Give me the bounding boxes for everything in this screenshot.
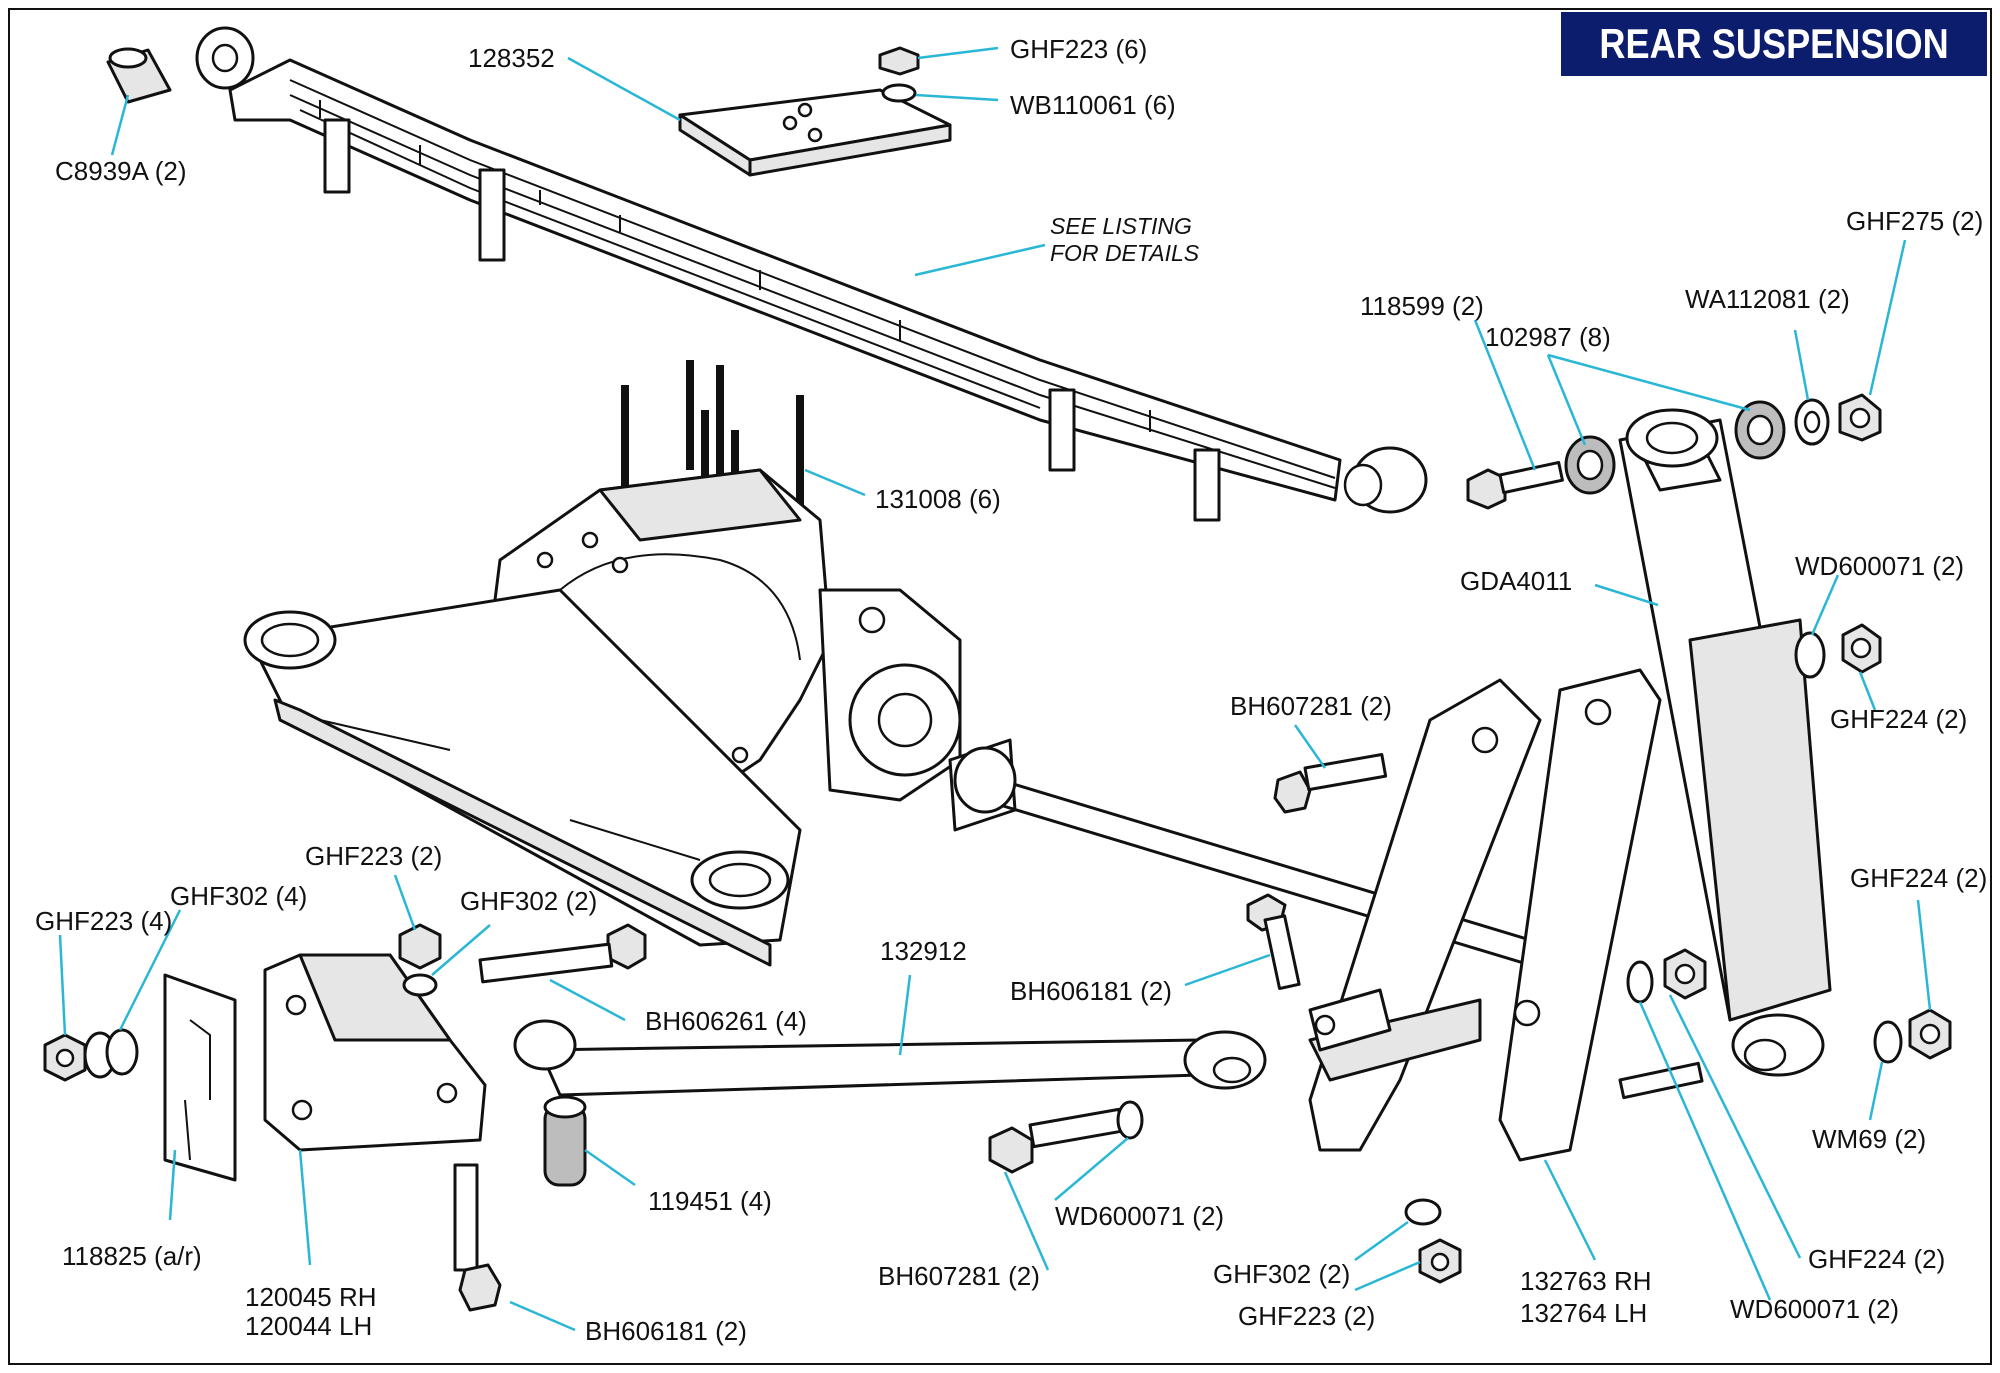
label-120045: 120045 RH [245,1282,377,1312]
nut-ghf223-under [1418,1238,1462,1284]
nut-ghf224-right [1908,1008,1952,1060]
bolt-118599 [1466,461,1564,510]
diagram-border [8,8,1992,1365]
label-ghf223-4: GHF223 (4) [35,906,172,936]
label-wa112081: WA112081 (2) [1685,284,1850,314]
label-bh607281-a: BH607281 (2) [1230,691,1392,721]
arm-132763-132764 [1308,668,1662,1162]
leaf-spring [195,26,1428,522]
nut-ghf223-top [878,46,920,103]
nut-ghf224-low [1663,948,1707,1000]
label-ghf224-b: GHF224 (2) [1850,863,1987,893]
nut-washers-left [43,1028,139,1082]
nut-ghf224-side [1841,623,1882,674]
washer-wa112081 [1794,398,1830,446]
damper-gda4011 [1618,408,1832,1077]
callout-labels: C8939A (2) 128352 GHF223 (6) WB110061 (6… [35,34,1987,1346]
label-ghf223-2a: GHF223 (2) [305,841,442,871]
bolt-bh606181-mid [1246,893,1301,990]
label-119451: 119451 (4) [648,1186,772,1216]
label-ghf302-2b: GHF302 (2) [1213,1259,1350,1289]
bolt-bh607281-upper [1273,752,1388,814]
label-ghf223-2b: GHF223 (2) [1238,1301,1375,1331]
bushes-102987 [1564,400,1786,495]
washer-wd600071-low [1626,960,1654,1004]
bolt-bh607281-lower [988,1107,1124,1174]
title-banner: REAR SUSPENSION [1561,12,1987,76]
bracket-120045-120044 [263,953,487,1152]
note-line-1: SEE LISTING [1050,213,1192,239]
label-c8939a: C8939A (2) [55,156,187,186]
label-ghf275: GHF275 (2) [1846,206,1983,236]
bolt-bh606261 [478,923,647,984]
label-gda4011: GDA4011 [1460,566,1572,596]
spring-pad-128352 [678,88,952,177]
label-ghf302-4: GHF302 (4) [170,881,307,911]
differential-axle [243,468,1531,967]
label-bh606181-a: BH606181 (2) [1010,976,1172,1006]
nut-ghf275 [1838,393,1882,442]
label-ghf223-6: GHF223 (6) [1010,34,1147,64]
stud-arm [1618,1061,1704,1100]
label-bh606261: BH606261 (4) [645,1006,807,1036]
label-ghf224-c: GHF224 (2) [1808,1244,1945,1274]
label-ghf302-2a: GHF302 (2) [460,886,597,916]
label-118599: 118599 (2) [1360,291,1484,321]
label-131008: 131008 (6) [875,484,1001,514]
label-132764: 132764 LH [1520,1298,1647,1328]
leader-lines [58,46,1932,1332]
label-ghf224-a: GHF224 (2) [1830,704,1967,734]
label-wd600071-a: WD600071 (2) [1795,551,1964,581]
label-wd600071-c: WD600071 (2) [1730,1294,1899,1324]
label-118825: 118825 (a/r) [62,1241,202,1271]
diagram-title: REAR SUSPENSION [1599,20,1949,67]
nut-ghf223-bracket [398,923,442,997]
rod-132912 [513,1019,1267,1097]
label-120044: 120044 LH [245,1311,372,1341]
bush-119451 [543,1095,587,1187]
label-128352: 128352 [468,43,555,73]
note-line-2: FOR DETAILS [1050,240,1200,266]
label-102987: 102987 (8) [1485,322,1611,352]
label-wd600071-b: WD600071 (2) [1055,1201,1224,1231]
washer-wm69 [1873,1020,1903,1064]
washer-wd600071-side [1794,631,1826,679]
shim-118825 [163,973,237,1182]
bolt-bh606181-low [453,1163,502,1312]
label-bh607281-b: BH607281 (2) [878,1261,1040,1291]
bush-c8939a [106,47,172,104]
label-wb110061: WB110061 (6) [1010,90,1176,120]
label-bh606181-b: BH606181 (2) [585,1316,747,1346]
washer-ghf302-under [1404,1198,1442,1226]
washer-wd600071-rod [1116,1100,1144,1140]
label-wm69: WM69 (2) [1812,1124,1926,1154]
label-132912: 132912 [880,936,967,966]
label-132763: 132763 RH [1520,1266,1652,1296]
